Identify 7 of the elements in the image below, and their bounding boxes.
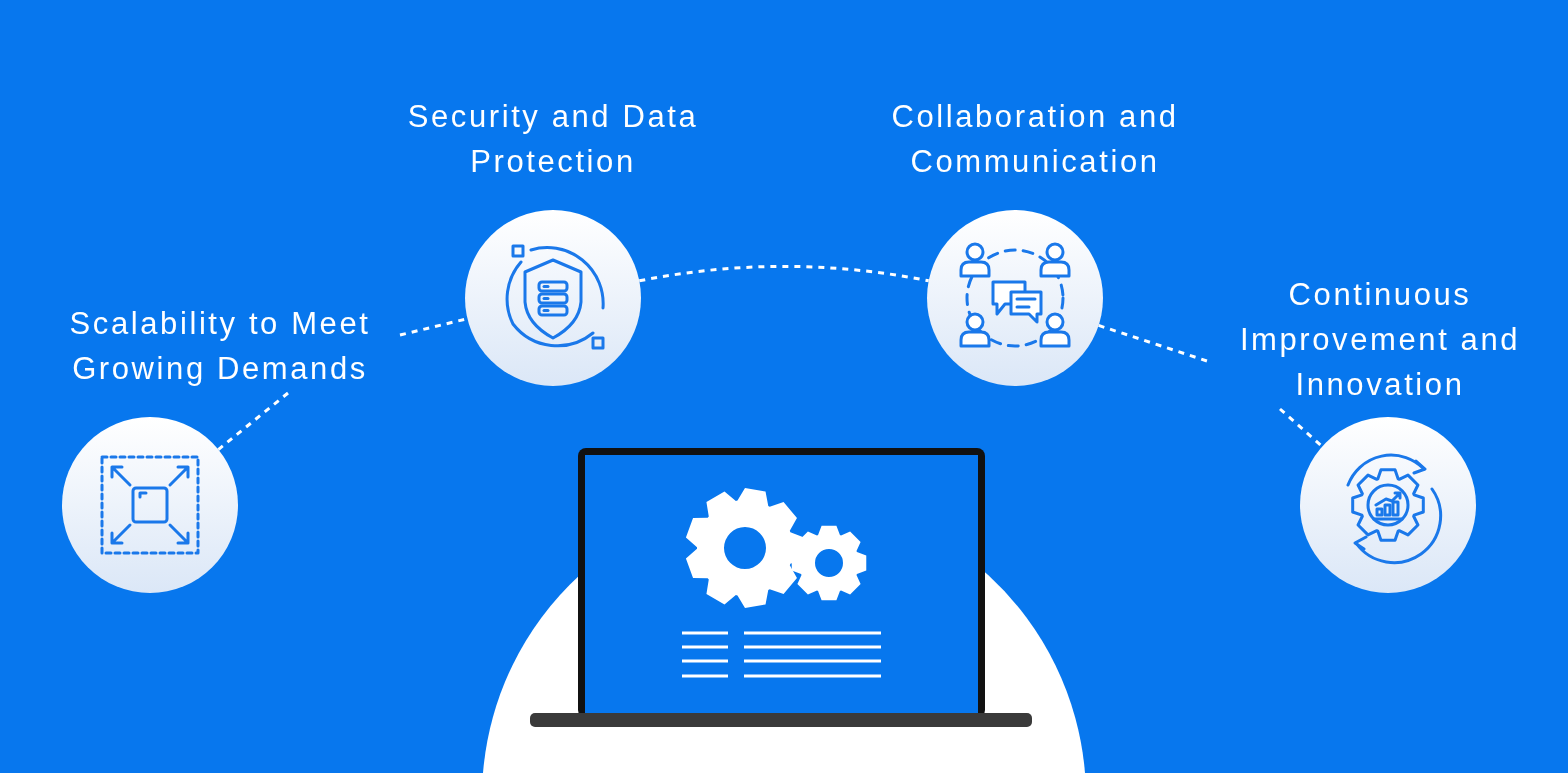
dotted-connector [1279,407,1324,448]
feature-title: Security and Data Protection [406,98,700,181]
dotted-connector [639,264,929,283]
dotted-connector [217,391,289,451]
feature-title: Continuous Improvement and Innovation [1210,272,1550,409]
feature-title: Scalability to Meet Growing Demands [40,301,400,393]
feature-title: Collaboration and Communication [890,98,1180,181]
